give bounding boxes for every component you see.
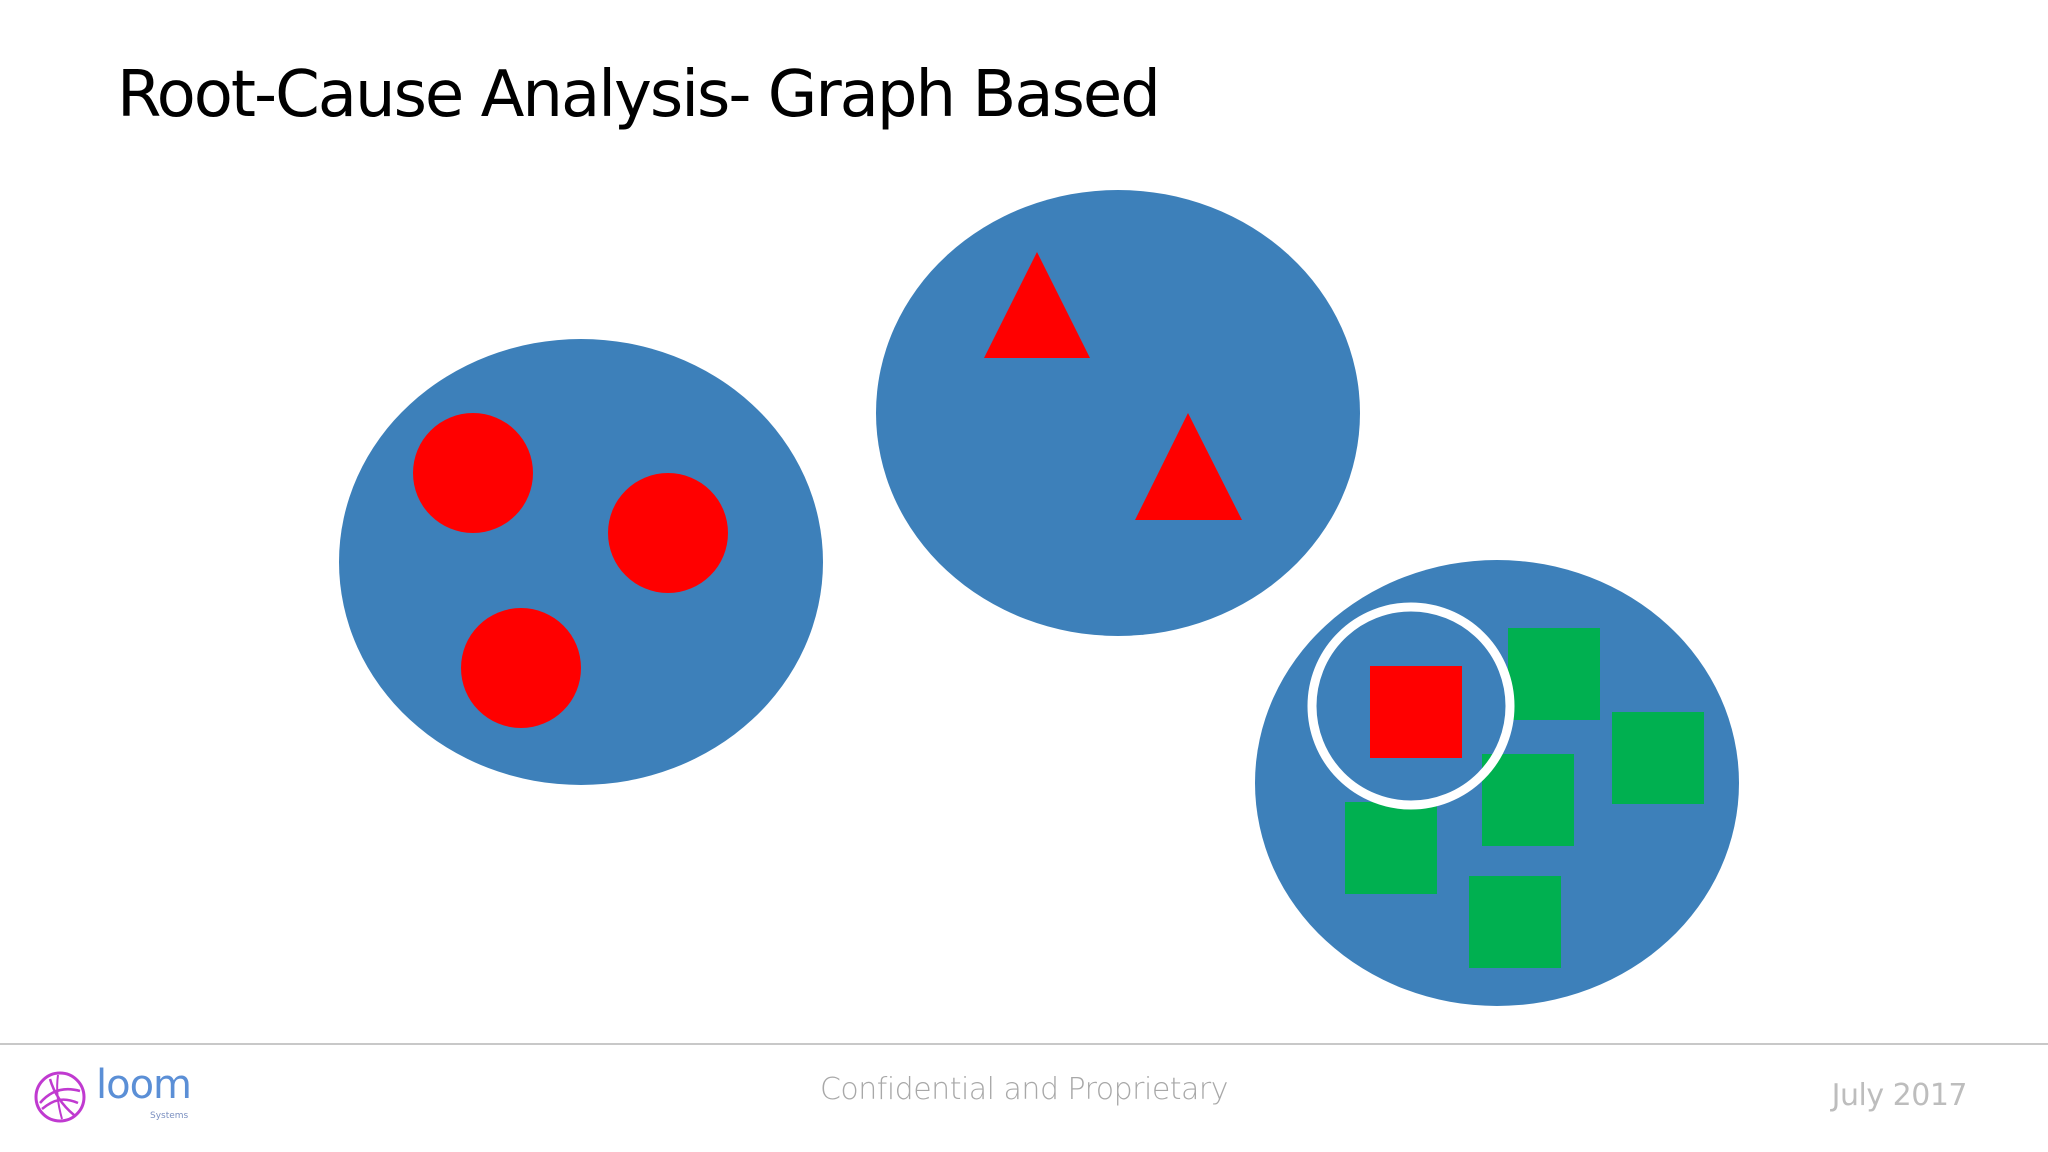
normal-square [1508,628,1600,720]
footer-divider [0,1043,2048,1045]
normal-square [1482,754,1574,846]
cluster-triangles-bubble [876,190,1360,636]
cluster-circles-bubble [339,339,823,785]
highlight-ring [1307,602,1515,810]
normal-square [1612,712,1704,804]
anomaly-triangle [1135,413,1242,520]
company-logo: loom Systems [32,1062,202,1128]
normal-square [1345,802,1437,894]
footer-date: July 2017 [1831,1078,1968,1113]
footer-confidential: Confidential and Proprietary [819,1072,1229,1107]
anomaly-circle [461,608,581,728]
cluster-circles [339,339,823,785]
logo-subtitle: Systems [150,1111,189,1121]
cluster-triangles [876,190,1360,636]
logo-wordmark: loom [96,1062,192,1108]
anomaly-circle [413,413,533,533]
loom-logo-icon [34,1071,86,1123]
cluster-squares [1255,560,1739,1006]
normal-square [1469,876,1561,968]
anomaly-square [1370,666,1462,758]
anomaly-triangle [984,252,1090,358]
anomaly-circle [608,473,728,593]
slide-title: Root-Cause Analysis- Graph Based [117,58,1161,132]
